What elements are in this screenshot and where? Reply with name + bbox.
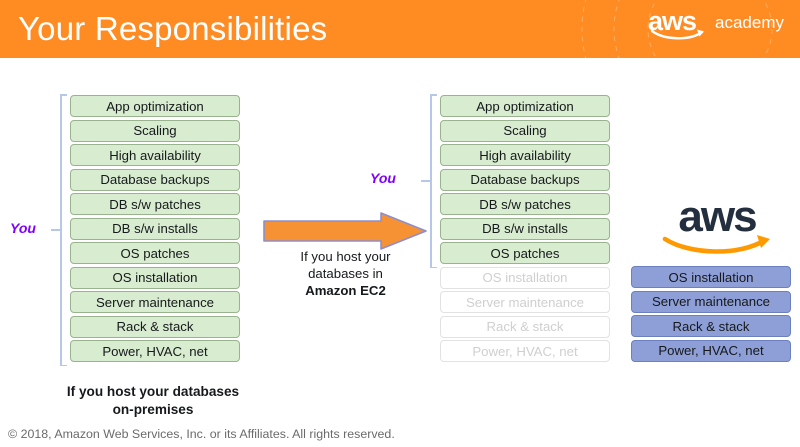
middle-column-boxes: App optimization Scaling High availabili… [440,95,610,367]
responsibility-label: Scaling [503,123,547,138]
aws-wordmark: aws [648,8,708,42]
aws-smile-icon [662,235,770,254]
page-title: Your Responsibilities [18,10,328,47]
responsibility-box[interactable]: DB s/w patches [70,193,240,215]
responsibility-label: DB s/w installs [112,221,198,236]
responsibility-box[interactable]: DB s/w installs [70,217,240,240]
left-bracket [51,94,76,366]
responsibility-box[interactable]: Database backups [70,168,240,191]
responsibility-label: Power, HVAC, net [472,343,578,359]
slide-header: Your Responsibilities aws academy [0,0,800,58]
responsibility-label: Scaling [133,123,177,138]
aws-academy-logo: aws academy [648,8,784,42]
responsibility-label: OS patches [490,245,560,261]
responsibility-label: Database backups [100,172,210,187]
responsibility-label: DB s/w patches [479,196,571,212]
responsibility-label: Power, HVAC, net [658,343,764,358]
responsibility-label: App optimization [106,98,204,114]
responsibility-box-dimmed: OS installation [440,266,610,289]
responsibility-label: OS installation [668,269,754,285]
arrow-caption-line2: databases in [308,266,383,281]
responsibility-box[interactable]: DB s/w patches [440,193,610,215]
aws-logo: aws [658,192,776,256]
responsibility-label: Rack & stack [116,319,194,334]
responsibility-box[interactable]: Database backups [440,168,610,191]
responsibility-box[interactable]: Server maintenance [70,291,240,313]
arrow-caption-line1: If you host your [300,249,391,264]
responsibility-label: OS installation [112,270,198,285]
left-caption-line1: If you host your databases [66,384,240,399]
responsibility-label: High availability [479,147,571,163]
responsibility-box[interactable]: Scaling [70,119,240,142]
academy-label: academy [715,13,784,32]
responsibility-box[interactable]: OS installation [70,266,240,289]
responsibility-box[interactable]: OS patches [440,242,610,264]
left-column-caption: If you host your databases on-premises [18,383,288,419]
responsibility-box-dimmed: Power, HVAC, net [440,340,610,362]
arrow-caption: If you host your databases in Amazon EC2 [258,248,433,299]
responsibility-box[interactable]: Scaling [440,119,610,142]
arrow-right-icon [263,212,427,250]
aws-logo-text: aws [678,192,757,241]
middle-you-label: You [370,170,396,186]
responsibility-label: Database backups [470,172,580,187]
responsibility-box[interactable]: High availability [70,144,240,166]
middle-bracket [421,94,446,268]
header-decorative-arcs [581,0,773,58]
responsibility-label: OS installation [482,270,568,285]
responsibility-box[interactable]: High availability [440,144,610,166]
responsibility-box[interactable]: App optimization [70,95,240,117]
responsibility-box[interactable]: OS patches [70,242,240,264]
left-caption-line2: on-premises [112,402,194,417]
arrow-caption-line3: Amazon EC2 [305,283,386,298]
responsibility-box-dimmed: Server maintenance [440,291,610,313]
responsibility-label: DB s/w patches [109,196,201,212]
responsibility-label: App optimization [476,98,574,114]
migration-arrow [263,212,428,250]
left-column-boxes: App optimization Scaling High availabili… [70,95,240,367]
responsibility-box[interactable]: Rack & stack [70,315,240,338]
responsibility-label: High availability [109,147,201,163]
aws-responsibility-box[interactable]: Rack & stack [631,315,791,337]
responsibility-label: Server maintenance [651,294,771,309]
aws-smile-icon [650,29,705,40]
responsibility-label: Server maintenance [465,294,585,310]
aws-responsibility-box[interactable]: Server maintenance [631,290,791,313]
copyright-footer: © 2018, Amazon Web Services, Inc. or its… [8,427,395,441]
responsibility-label: Server maintenance [95,294,215,310]
responsibility-box[interactable]: DB s/w installs [440,217,610,240]
aws-responsibility-box[interactable]: Power, HVAC, net [631,339,791,362]
responsibility-label: DB s/w installs [482,221,568,236]
left-you-label: You [10,220,36,236]
aws-wordmark-text: aws [648,6,697,36]
responsibility-label: Power, HVAC, net [102,343,208,359]
responsibility-box-dimmed: Rack & stack [440,315,610,338]
responsibility-label: OS patches [120,245,190,261]
responsibility-box[interactable]: App optimization [440,95,610,117]
responsibility-label: Rack & stack [486,319,564,334]
right-column-boxes: OS installation Server maintenance Rack … [631,266,791,366]
responsibility-box[interactable]: Power, HVAC, net [70,340,240,362]
aws-responsibility-box[interactable]: OS installation [631,266,791,288]
responsibility-label: Rack & stack [672,318,750,334]
